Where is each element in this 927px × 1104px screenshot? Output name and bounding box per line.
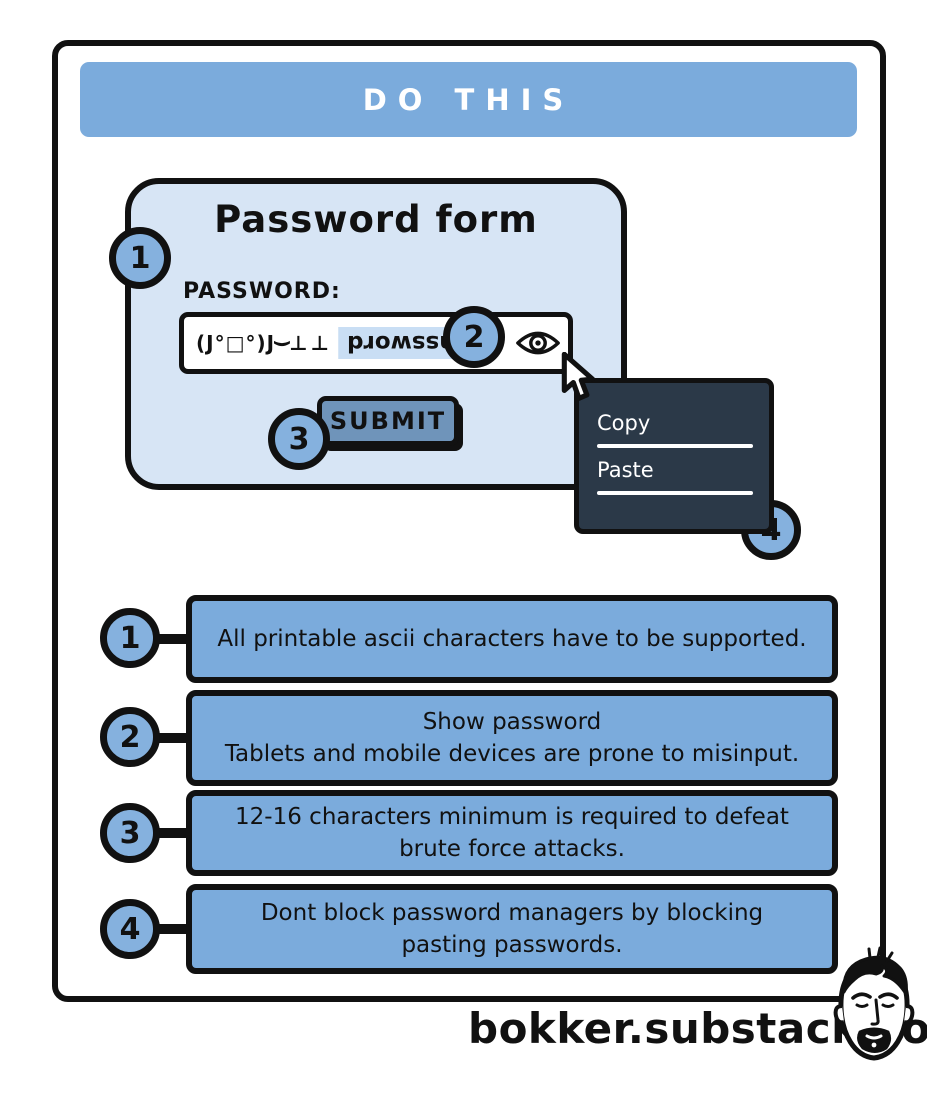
context-menu-item-copy[interactable]: Copy	[597, 411, 651, 435]
note-text-1: All printable ascii characters have to b…	[217, 625, 807, 652]
note-badge-1: 1	[100, 608, 160, 668]
flipped-table-glyph: ⊥⊥	[289, 331, 332, 355]
note-badge-4: 4	[100, 899, 160, 959]
context-menu-item-paste[interactable]: Paste	[597, 458, 654, 482]
password-input[interactable]: (J°□°)J ( ⊥⊥ password	[179, 312, 573, 374]
menu-divider	[597, 444, 753, 448]
flip-arc-glyph: (	[271, 338, 293, 348]
note-text-3: 12-16 characters minimum is required to …	[235, 803, 789, 862]
note-text-4: Dont block password managers by blocking…	[260, 899, 764, 958]
note-connector	[150, 924, 194, 934]
note-box-2: Show password Tablets and mobile devices…	[186, 690, 838, 786]
table-flip-emoticon: (J°□°)J	[196, 331, 276, 355]
note-connector	[150, 634, 194, 644]
note-badge-3: 3	[100, 803, 160, 863]
form-title: Password form	[214, 198, 538, 241]
context-menu: Copy Paste	[574, 378, 774, 534]
badge-3: 3	[268, 408, 330, 470]
note-box-1: All printable ascii characters have to b…	[186, 595, 838, 683]
show-password-eye-icon[interactable]	[515, 327, 561, 359]
note-connector	[150, 828, 194, 838]
password-label: PASSWORD:	[183, 279, 341, 304]
outer-frame	[52, 40, 886, 1002]
note-box-4: Dont block password managers by blocking…	[186, 884, 838, 974]
password-form-panel: Password form PASSWORD: (J°□°)J ( ⊥⊥ pas…	[125, 178, 627, 490]
note-box-3: 12-16 characters minimum is required to …	[186, 790, 838, 876]
note-badge-2: 2	[100, 707, 160, 767]
badge-2: 2	[443, 306, 505, 368]
author-avatar-icon	[826, 944, 922, 1066]
note-connector	[150, 733, 194, 743]
note-text-2: Show password Tablets and mobile devices…	[224, 708, 800, 767]
submit-button[interactable]: SUBMIT	[317, 396, 459, 446]
header-title: DO THIS	[362, 82, 575, 117]
menu-divider	[597, 491, 753, 495]
badge-1: 1	[109, 227, 171, 289]
header-banner: DO THIS	[80, 62, 857, 137]
mouse-cursor-icon	[556, 351, 602, 404]
